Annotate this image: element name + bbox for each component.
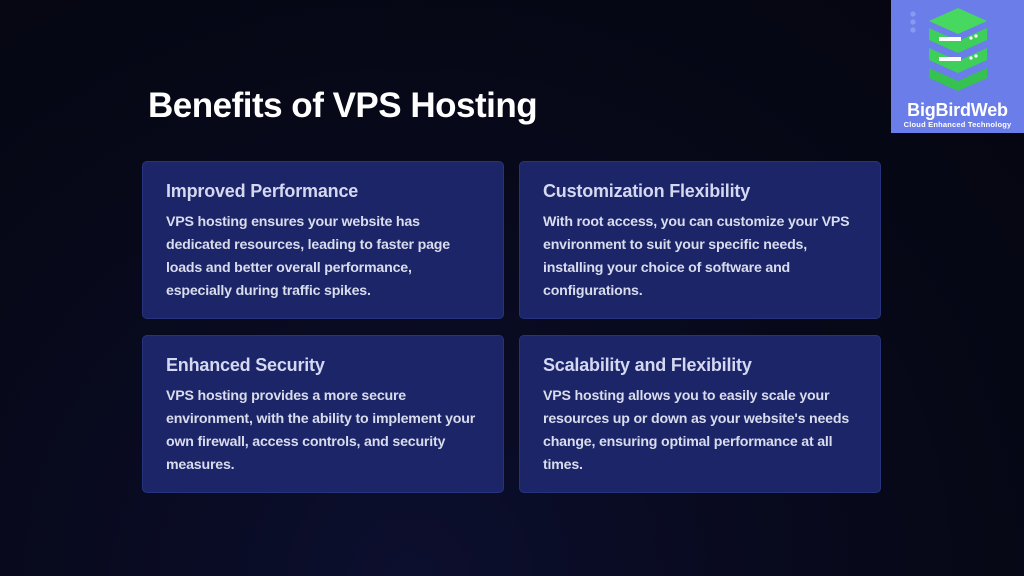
benefit-card-scalability-and-flexibility: Scalability and Flexibility VPS hosting … [519, 335, 881, 493]
benefit-card-enhanced-security: Enhanced Security VPS hosting provides a… [142, 335, 504, 493]
logo-tagline: Cloud Enhanced Technology [903, 120, 1012, 129]
server-stack-icon [929, 8, 987, 91]
logo-name: BigBirdWeb [907, 100, 1008, 120]
decorative-dots-icon [910, 11, 916, 33]
card-title: Improved Performance [166, 181, 359, 201]
card-title: Enhanced Security [166, 355, 325, 375]
card-title: Scalability and Flexibility [543, 355, 752, 375]
benefit-card-customization-flexibility: Customization Flexibility With root acce… [519, 161, 881, 319]
card-body: VPS hosting ensures your website has ded… [166, 214, 450, 299]
card-body: VPS hosting provides a more secure envir… [166, 388, 476, 473]
card-body: VPS hosting allows you to easily scale y… [543, 388, 850, 473]
benefit-card-improved-performance: Improved Performance VPS hosting ensures… [142, 161, 504, 319]
brand-logo: BigBirdWeb Cloud Enhanced Technology [891, 0, 1024, 133]
card-title: Customization Flexibility [543, 181, 751, 201]
card-body: With root access, you can customize your… [543, 214, 850, 299]
slide-title: Benefits of VPS Hosting [148, 86, 538, 125]
